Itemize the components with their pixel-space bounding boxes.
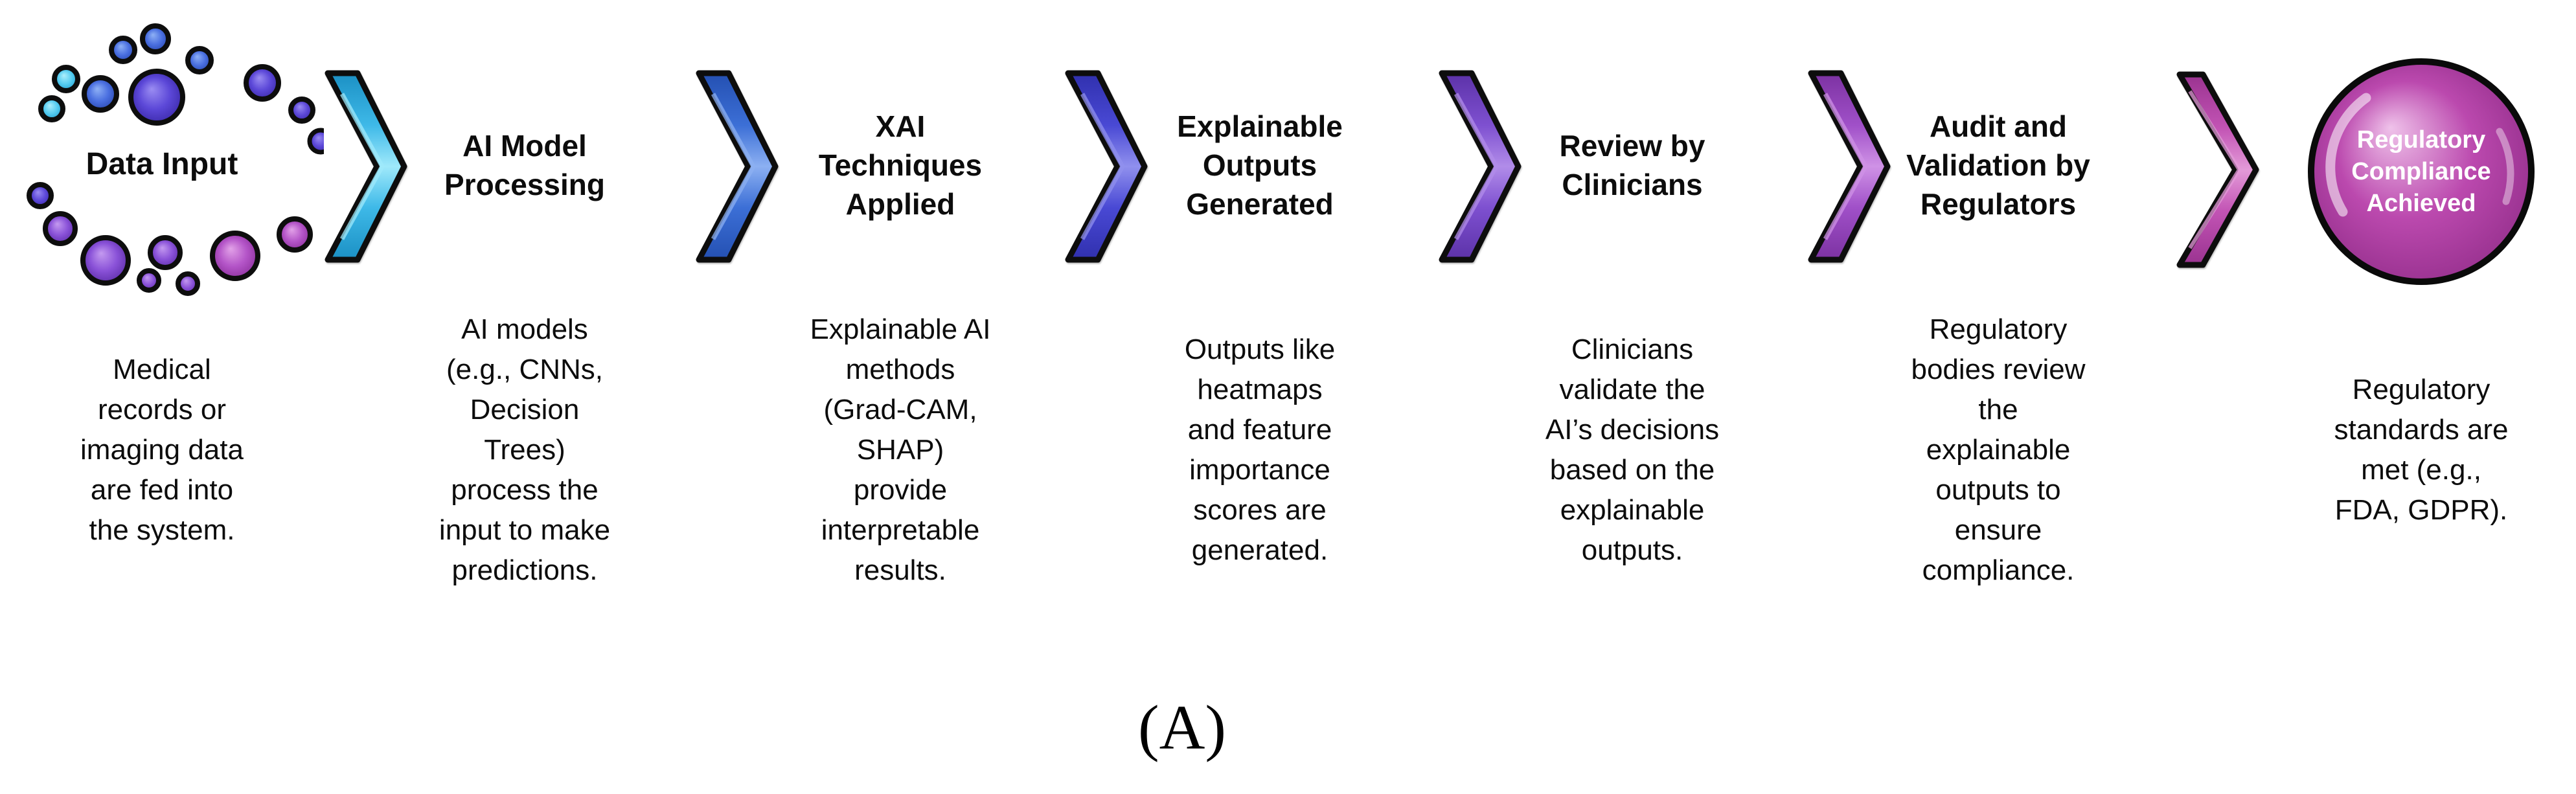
step-title-data-input: Data Input [85, 147, 238, 181]
step-title: Review by Clinicians [1559, 129, 1705, 201]
step-description: Regulatory standards are met (e.g., FDA,… [2334, 374, 2509, 526]
chevron-arrow-icon [2176, 71, 2259, 268]
compliance-sphere-icon [2308, 58, 2535, 285]
data-input-cluster-icon [27, 23, 324, 296]
chevron-arrow-icon [696, 70, 779, 263]
step-title: AI Model Processing [444, 129, 605, 201]
step-description: Explainable AI methods (Grad-CAM, SHAP) … [810, 313, 991, 586]
step-description: Outputs like heatmaps and feature import… [1184, 334, 1336, 566]
step-title: Explainable Outputs Generated [1177, 109, 1343, 221]
step-description-data-input: Medical records or imaging data are fed … [80, 354, 244, 546]
chevron-arrow-icon [1439, 70, 1522, 263]
step-description: Regulatory bodies review the explainable… [1911, 313, 2086, 586]
badge-label: Regulatory Compliance Achieved [2351, 126, 2491, 217]
chevron-arrow-icon [1808, 70, 1891, 263]
figure-label: (A) [1137, 693, 1227, 763]
step-description: AI models (e.g., CNNs, Decision Trees) p… [439, 313, 611, 586]
step-description: Clinicians validate the AI’s decisions b… [1545, 334, 1720, 566]
data-balls [27, 23, 324, 296]
chevron-arrow-icon [325, 70, 407, 263]
step-title: XAI Techniques Applied [818, 109, 983, 221]
step-title: Audit and Validation by Regulators [1906, 109, 2090, 221]
chevron-arrow-icon [1065, 70, 1148, 263]
